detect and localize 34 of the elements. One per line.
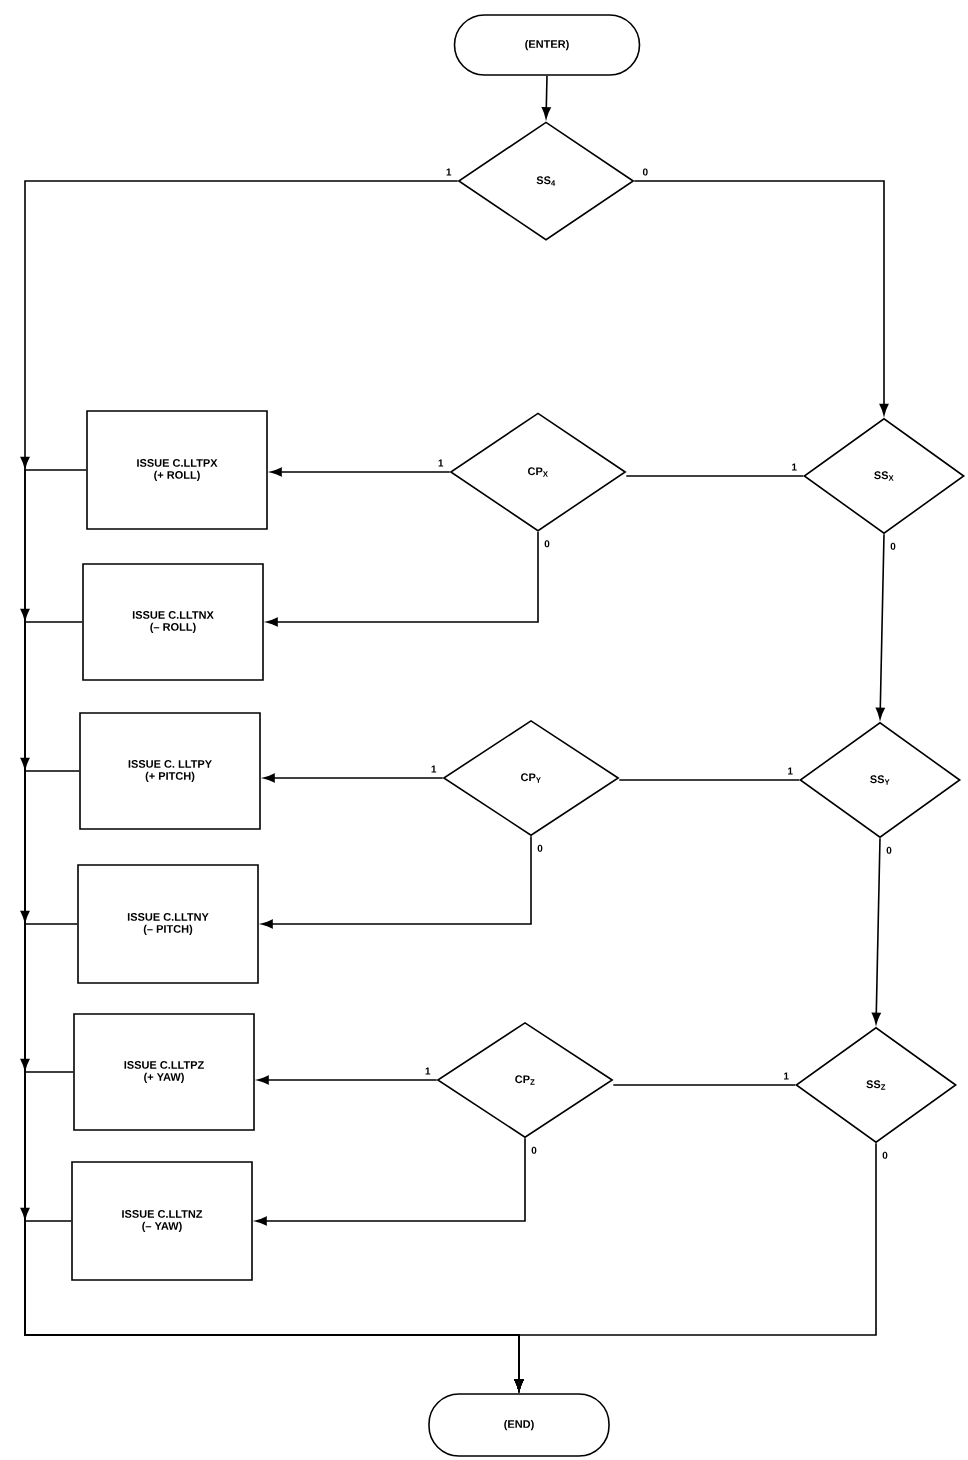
- edge-label: 1: [782, 1071, 790, 1081]
- edge-label: 0: [885, 845, 893, 855]
- edge-label: 1: [423, 1066, 432, 1076]
- process-box: ISSUE C.LLTPZ (+ YAW): [73, 1013, 255, 1131]
- arrow: [875, 533, 885, 720]
- connector-line: [625, 475, 804, 477]
- arrow: [263, 773, 444, 783]
- process-box: ISSUE C.LLTNY (– PITCH): [77, 864, 259, 984]
- process-box: ISSUE C. LLTPY (+ PITCH): [79, 712, 261, 830]
- arrow: [261, 835, 532, 929]
- process-box: ISSUE C.LLTPX (+ ROLL): [86, 410, 268, 530]
- arrow: [270, 467, 451, 477]
- process-box: ISSUE C.LLTNZ (– YAW): [71, 1161, 253, 1281]
- connector-line: [618, 779, 800, 781]
- edge-label: 0: [881, 1150, 889, 1160]
- edge-label: 1: [436, 458, 445, 468]
- arrow: [20, 1207, 524, 1391]
- edge-label: 0: [641, 167, 650, 177]
- edge-label: 0: [530, 1145, 538, 1155]
- arrow: [266, 531, 539, 627]
- arrow: [257, 1075, 438, 1085]
- arrow: [541, 75, 551, 119]
- process-box: ISSUE C.LLTNX (– ROLL): [82, 563, 264, 681]
- arrow: [633, 180, 889, 416]
- edge-label: 0: [543, 539, 551, 549]
- arrow: [255, 1137, 526, 1226]
- edge-label: 0: [889, 541, 897, 551]
- edge-label: 1: [786, 766, 794, 776]
- edge-label: 1: [444, 167, 453, 177]
- edge-label: 0: [536, 843, 544, 853]
- edge-label: 1: [790, 462, 798, 472]
- edge-label: 1: [429, 764, 438, 774]
- connector-line: [612, 1084, 796, 1086]
- arrow: [871, 837, 881, 1025]
